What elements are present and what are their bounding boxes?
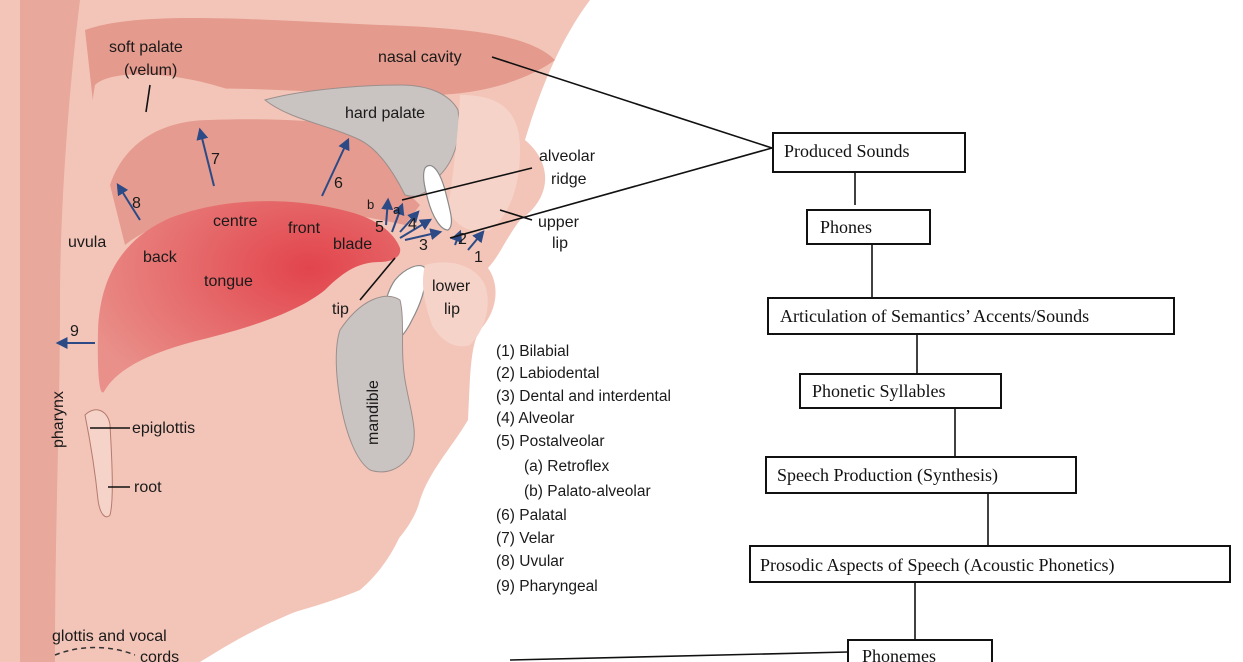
num-2: 2 [458,231,467,248]
legend-item: (b) Palato-alveolar [524,483,651,500]
num-6: 6 [334,175,343,192]
label-nasal-cavity: nasal cavity [378,49,462,66]
legend-item: (9) Pharyngeal [496,578,598,595]
flow-box-label: Phones [820,217,872,237]
num-9: 9 [70,323,79,340]
label-soft-palate: soft palate [109,39,183,56]
label-blade: blade [333,236,372,253]
label-centre: centre [213,213,258,230]
label-tongue: tongue [204,273,253,290]
legend-item: (8) Uvular [496,553,564,570]
label-uvula: uvula [68,234,106,251]
label-mandible: mandible [365,380,382,445]
num-5: 5 [375,219,384,236]
label-upper: upper [538,214,580,231]
place-legend: (1) Bilabial (2) Labiodental (3) Dental … [496,343,671,595]
flow-box-label: Speech Production (Synthesis) [777,465,998,486]
label-root: root [134,479,162,496]
num-3: 3 [419,237,428,254]
label-lower-lip: lip [444,301,460,318]
legend-item: (2) Labiodental [496,365,599,382]
flow-box-label: Phonemes [862,646,936,662]
label-epiglottis: epiglottis [132,420,195,437]
legend-item: (4) Alveolar [496,410,574,427]
legend-item: (7) Velar [496,530,555,547]
legend-item: (3) Dental and interdental [496,388,671,405]
label-cords: cords [140,649,179,662]
label-tip: tip [332,301,349,318]
label-lower: lower [432,278,471,295]
num-a: a [393,202,401,217]
label-back: back [143,249,178,266]
flow-chart: Produced Sounds Phones Articulation of S… [750,133,1230,662]
legend-item: (6) Palatal [496,507,567,524]
label-pharynx: pharynx [50,391,67,448]
num-8: 8 [132,195,141,212]
flow-box-label: Articulation of Semantics’ Accents/Sound… [780,306,1089,326]
legend-item: (1) Bilabial [496,343,569,360]
flow-box-label: Produced Sounds [784,141,910,161]
label-upper-lip: lip [552,235,568,252]
label-velum: (velum) [124,62,177,79]
label-front: front [288,220,321,237]
label-glottis: glottis and vocal [52,628,167,645]
label-hard-palate: hard palate [345,105,425,122]
label-alveolar: alveolar [539,148,596,165]
num-b: b [367,197,374,212]
num-4: 4 [408,216,417,233]
flow-box-label: Phonetic Syllables [812,381,946,401]
label-ridge: ridge [551,171,587,188]
flow-box-label: Prosodic Aspects of Speech (Acoustic Pho… [760,555,1114,576]
num-1: 1 [474,249,483,266]
bottom-connector [510,652,848,660]
num-7: 7 [211,151,220,168]
legend-item: (a) Retroflex [524,458,610,475]
legend-item: (5) Postalveolar [496,433,605,450]
